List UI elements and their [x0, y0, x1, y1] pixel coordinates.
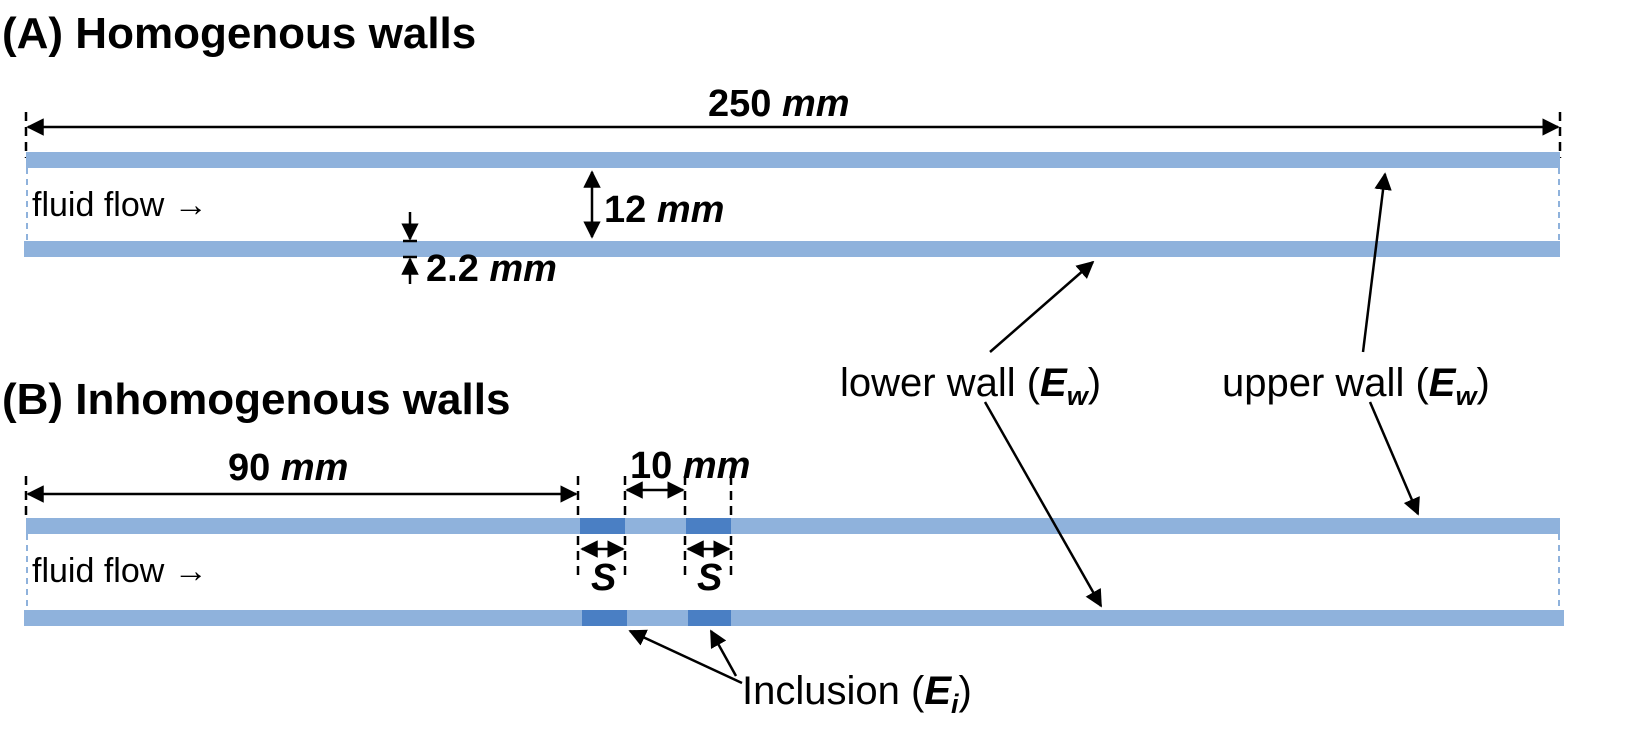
- inclusion-width-label-2: S: [697, 557, 722, 599]
- inclusion-lower-1: [582, 610, 627, 626]
- upper-wall-callout: upper wall (Ew): [1222, 361, 1490, 411]
- inclusion-leader-b: [709, 629, 738, 677]
- length-label: 250 mm: [708, 83, 850, 125]
- inclusion-leader-a: [628, 629, 743, 685]
- upper-wall-leader-b: [1368, 401, 1420, 516]
- fluid-flow-label-a: fluid flow →: [32, 186, 208, 224]
- inclusion-upper-2: [686, 518, 731, 534]
- inclusion-width-label-1: S: [591, 557, 616, 599]
- spacing-label: 10 mm: [630, 445, 750, 487]
- lower-wall-b: [24, 610, 1564, 626]
- lower-wall-leader-b: [983, 401, 1103, 608]
- upper-wall-leader-a: [1361, 172, 1392, 353]
- lower-wall-leader-a: [989, 260, 1095, 353]
- inclusion-callout: Inclusion (Ei): [742, 669, 972, 719]
- lower-wall-a: [24, 241, 1560, 257]
- panel-b-title: (B) Inhomogenous walls: [2, 375, 510, 424]
- lower-wall-callout: lower wall (Ew): [840, 361, 1101, 411]
- inclusion-upper-1: [580, 518, 625, 534]
- panel-a-title: (A) Homogenous walls: [2, 9, 476, 58]
- gap-label: 12 mm: [604, 189, 724, 231]
- upper-wall-b: [26, 518, 1560, 534]
- inclusion-lower-2: [688, 610, 731, 626]
- fluid-flow-label-b: fluid flow →: [32, 552, 208, 590]
- upper-wall-a: [26, 152, 1560, 168]
- offset-label: 90 mm: [228, 447, 348, 489]
- thickness-label: 2.2 mm: [426, 248, 557, 290]
